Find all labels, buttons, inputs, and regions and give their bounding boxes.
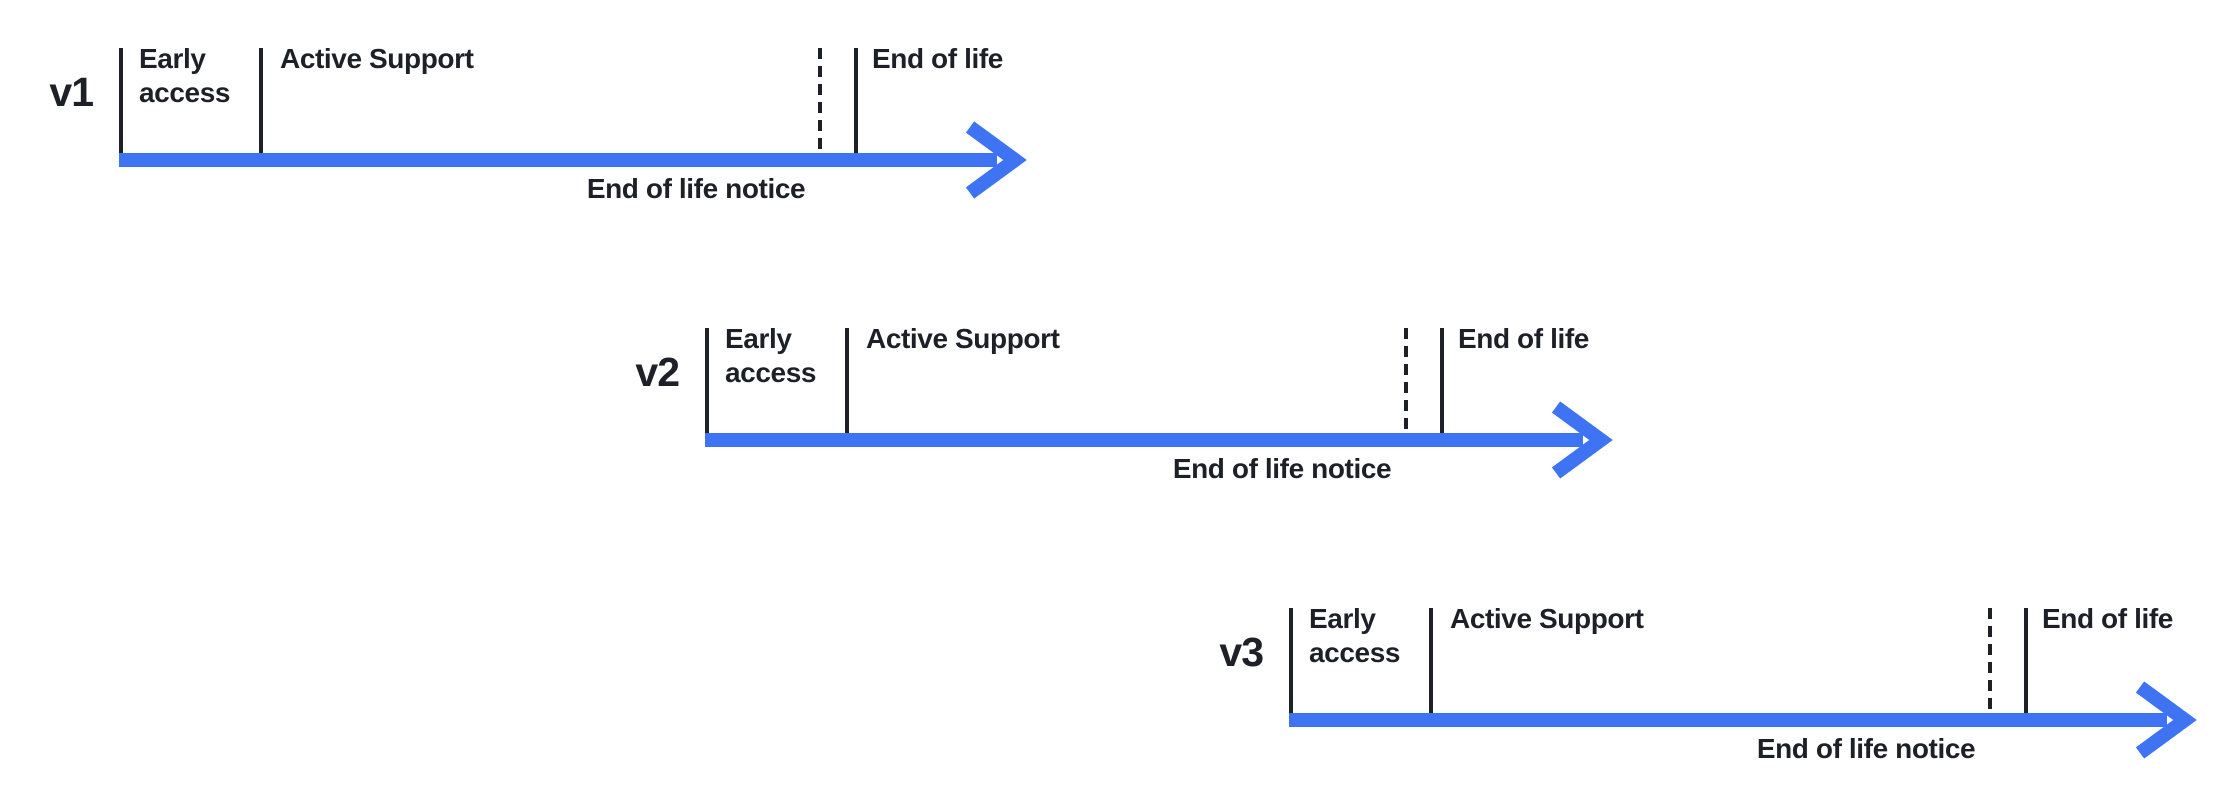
early-access-start-tick: [119, 48, 123, 153]
version-label: v2: [635, 349, 680, 395]
early-access-start-tick: [705, 328, 709, 433]
timeline-v2: v2 Early access Active Support End of li…: [635, 323, 1655, 498]
end-of-life-label: End of life: [872, 43, 1003, 74]
end-of-life-notice-label: End of life notice: [1172, 453, 1392, 484]
end-of-life-notice-dashed-tick: [818, 48, 822, 151]
end-of-life-tick: [854, 48, 858, 153]
version-label: v1: [49, 69, 94, 115]
active-support-start-tick: [259, 48, 263, 153]
active-support-start-tick: [1429, 608, 1433, 713]
version-label: v3: [1219, 629, 1264, 675]
timeline-v1: v1 Early access Active Support End of li…: [49, 43, 1069, 218]
end-of-life-tick: [2024, 608, 2028, 713]
timeline-arrow: [1289, 681, 2197, 759]
end-of-life-label: End of life: [1458, 323, 1589, 354]
end-of-life-notice-label: End of life notice: [586, 173, 806, 204]
end-of-life-notice-label: End of life notice: [1756, 733, 1976, 764]
end-of-life-notice-dashed-tick: [1988, 608, 1992, 711]
end-of-life-tick: [1440, 328, 1444, 433]
active-support-label: Active Support: [1450, 603, 1644, 634]
timeline-v3: v3 Early access Active Support End of li…: [1219, 603, 2228, 778]
active-support-start-tick: [845, 328, 849, 433]
timeline-arrow: [705, 401, 1613, 479]
end-of-life-label: End of life: [2042, 603, 2173, 634]
active-support-label: Active Support: [866, 323, 1060, 354]
active-support-label: Active Support: [280, 43, 474, 74]
early-access-start-tick: [1289, 608, 1293, 713]
timeline-arrow: [119, 121, 1027, 199]
end-of-life-notice-dashed-tick: [1404, 328, 1408, 431]
early-access-label: Early access: [725, 323, 817, 388]
early-access-label: Early access: [1309, 603, 1401, 668]
early-access-label: Early access: [139, 43, 231, 108]
